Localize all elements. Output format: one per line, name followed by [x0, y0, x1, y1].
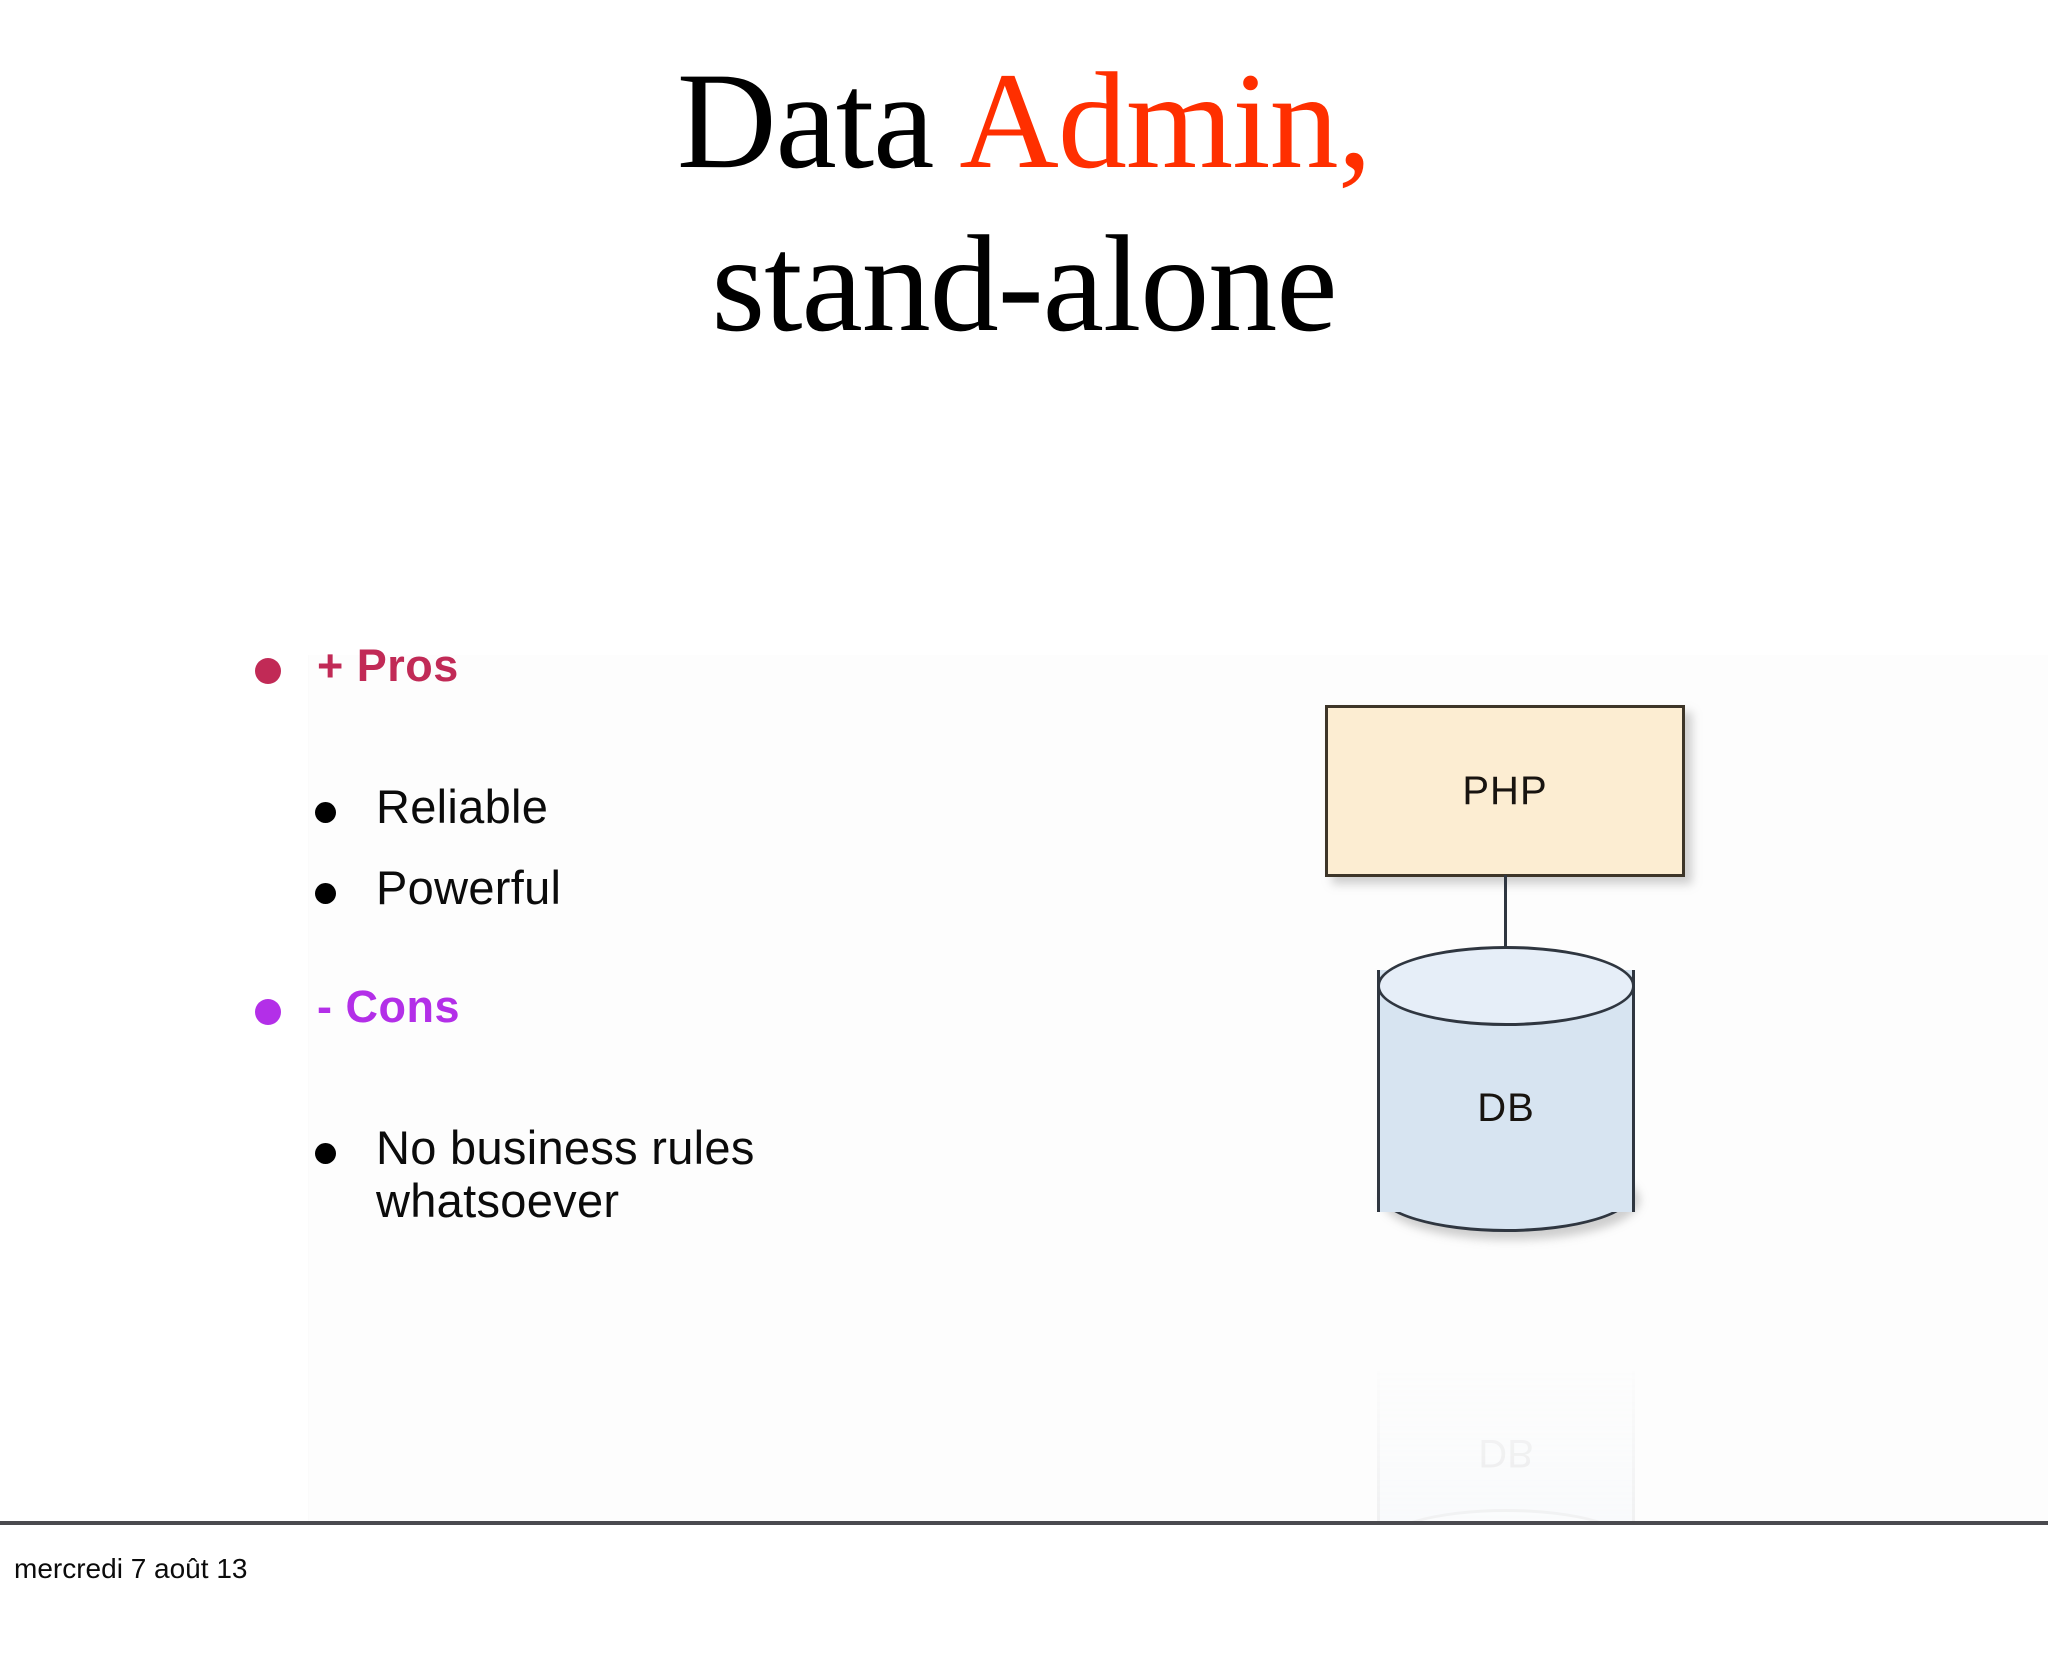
reflection-body: [1377, 1371, 1635, 1521]
bullet-item-label: Reliable: [376, 779, 549, 833]
diagram-db-reflection: DB: [1377, 1355, 1635, 1521]
footer-bar: mercredi 7 août 13: [0, 1525, 2048, 1676]
bullet-item-no-business-rules: No business rules whatsoever: [315, 1121, 1115, 1228]
bullet-item-label: - Cons: [317, 980, 460, 1032]
bullet-dot-icon: [315, 883, 336, 905]
slide-title: Data Admin, stand-alone: [0, 40, 2048, 366]
title-line-2: stand-alone: [711, 206, 1337, 360]
bullet-item-label: Powerful: [376, 861, 562, 915]
bullet-item-cons: - Cons: [255, 981, 1115, 1033]
title-line-1-accent: Admin,: [959, 44, 1372, 197]
slide-canvas: Data Admin, stand-alone + Pros Reliable …: [0, 40, 2048, 1525]
title-line-1: Data Admin,: [0, 40, 2048, 203]
bullet-dot-icon: [255, 658, 281, 684]
architecture-diagram: PHP DB: [1280, 680, 1750, 1320]
diagram-node-label: PHP: [1462, 768, 1548, 813]
diagram-edge-php-db: [1504, 875, 1507, 953]
bullet-item-label: + Pros: [317, 640, 459, 691]
reflection-label: DB: [1478, 1431, 1534, 1475]
bullet-dot-icon: [255, 998, 281, 1025]
spacer: [255, 728, 1115, 780]
bullet-dot-icon: [315, 801, 336, 823]
reflection-cap: [1377, 1509, 1635, 1521]
diagram-node-db: DB: [1377, 946, 1635, 1236]
diagram-node-label: DB: [1477, 1086, 1535, 1130]
footer-date: mercredi 7 août 13: [14, 1553, 248, 1584]
bullet-item-reliable: Reliable: [315, 780, 1115, 834]
title-line-1-prefix: Data: [676, 44, 960, 197]
cylinder-top-cap: [1377, 946, 1635, 1026]
bullet-item-pros: + Pros: [255, 640, 1115, 692]
bullet-item-powerful: Powerful: [315, 861, 1115, 915]
spacer: [255, 1069, 1115, 1121]
spacer: [255, 943, 1115, 981]
bullet-list: + Pros Reliable Powerful - Cons No busin…: [255, 640, 1115, 1256]
bullet-item-label: No business rules whatsoever: [376, 1120, 755, 1228]
diagram-node-php: PHP: [1325, 705, 1685, 877]
bullet-dot-icon: [315, 1142, 336, 1164]
